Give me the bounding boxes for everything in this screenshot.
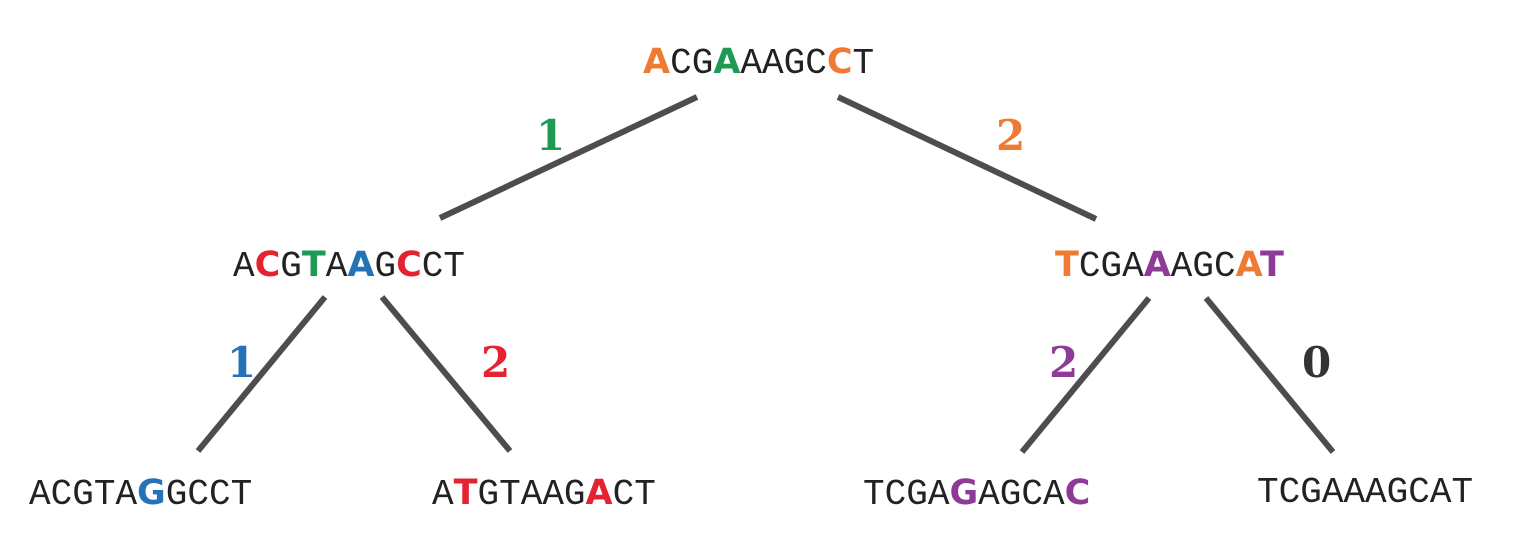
leaf2-base-9: T: [634, 474, 656, 515]
right-base-5: A: [1170, 246, 1193, 287]
left-base-6: G: [374, 246, 397, 287]
edge-right-leaf4: [1203, 296, 1336, 454]
edge-left-leaf2: [379, 295, 513, 453]
leaf2-base-4: A: [520, 474, 543, 515]
left-base-8: C: [421, 246, 444, 287]
leaf3-base-0: T: [863, 474, 885, 515]
leaf-sequence-3: TCGAGAGCAC: [863, 475, 1090, 513]
right-base-2: G: [1100, 246, 1123, 287]
right-base-0: T: [1055, 245, 1079, 285]
root-base-7: C: [805, 43, 827, 84]
leaf1-base-7: C: [187, 474, 209, 515]
edge-weight-root-left: 1: [536, 111, 566, 160]
root-base-3: A: [713, 42, 741, 82]
leaf-sequence-4: TCGAAAGCAT: [1257, 475, 1473, 511]
leaf1-base-2: G: [72, 474, 94, 515]
right-base-9: T: [1260, 245, 1284, 285]
leaf3-base-6: G: [999, 474, 1022, 515]
edge-left-leaf1: [195, 295, 328, 453]
right-base-7: C: [1214, 246, 1236, 287]
root-base-9: T: [852, 43, 875, 84]
right-base-1: C: [1078, 246, 1101, 287]
leaf2-base-2: G: [477, 474, 500, 515]
leaf3-base-9: C: [1064, 473, 1091, 513]
leaf4-base-8: A: [1429, 472, 1452, 513]
root-base-4: A: [740, 43, 763, 84]
leaf4-base-2: G: [1300, 472, 1322, 513]
leaf4-base-7: C: [1408, 472, 1430, 513]
leaf1-base-3: T: [93, 474, 116, 515]
leaf3-base-8: A: [1043, 474, 1065, 515]
edge-root-left: [438, 94, 699, 221]
root-base-2: G: [691, 43, 714, 84]
leaf1-base-6: G: [165, 474, 188, 515]
edge-weight-right-leaf3: 2: [1049, 338, 1079, 387]
left-base-0: A: [233, 246, 255, 287]
left-base-4: A: [325, 246, 348, 287]
edge-weight-left-leaf1: 1: [227, 338, 257, 387]
leaf1-base-8: C: [209, 474, 231, 515]
leaf4-base-3: A: [1321, 472, 1344, 513]
leaf4-base-9: T: [1451, 472, 1474, 513]
left-base-9: T: [443, 246, 465, 287]
leaf4-base-5: A: [1365, 472, 1387, 513]
left-internal-sequence: ACGTAAGCCT: [233, 247, 465, 285]
leaf3-base-5: A: [978, 474, 1000, 515]
right-base-3: A: [1122, 246, 1144, 287]
root-base-1: C: [670, 43, 692, 84]
leaf3-base-2: G: [906, 474, 928, 515]
leaf3-base-7: C: [1021, 474, 1043, 515]
leaf2-base-3: T: [499, 474, 521, 515]
leaf3-base-3: A: [927, 474, 950, 515]
root-base-8: C: [826, 42, 853, 82]
root-sequence: ACGAAAGCCT: [643, 44, 874, 82]
right-base-6: G: [1192, 246, 1215, 287]
right-base-8: A: [1235, 245, 1260, 285]
leaf1-base-0: A: [29, 474, 51, 515]
leaf-sequence-1: ACGTAGGCCT: [29, 475, 252, 513]
leaf2-base-1: T: [453, 473, 478, 513]
left-base-7: C: [396, 245, 422, 285]
edge-weight-right-leaf4: 0: [1302, 338, 1332, 387]
leaf1-base-5: G: [137, 473, 166, 513]
left-base-5: A: [347, 245, 375, 285]
leaf4-base-1: C: [1278, 472, 1301, 513]
right-internal-sequence: TCGAAAGCAT: [1055, 247, 1284, 285]
root-base-6: G: [783, 43, 806, 84]
left-base-1: C: [254, 245, 281, 285]
left-base-3: T: [301, 245, 326, 285]
leaf1-base-4: A: [115, 474, 138, 515]
leaf2-base-8: C: [612, 474, 635, 515]
edge-right-leaf3: [1019, 296, 1152, 454]
edge-root-right: [836, 94, 1098, 222]
root-base-5: A: [762, 43, 784, 84]
leaf4-base-6: G: [1386, 472, 1409, 513]
leaf1-base-9: T: [230, 474, 253, 515]
edge-weight-left-leaf2: 2: [481, 338, 511, 387]
leaf2-base-5: A: [542, 474, 564, 515]
left-base-2: G: [280, 246, 302, 287]
leaf2-base-7: A: [585, 473, 613, 513]
leaf4-base-4: A: [1343, 472, 1366, 513]
root-base-0: A: [643, 42, 671, 82]
right-base-4: A: [1143, 245, 1171, 285]
leaf4-base-0: T: [1257, 472, 1279, 513]
leaf2-base-0: A: [432, 474, 454, 515]
leaf3-base-1: C: [884, 474, 907, 515]
leaf3-base-4: G: [949, 473, 979, 513]
leaf2-base-6: G: [563, 474, 586, 515]
leaf-sequence-2: ATGTAAGACT: [432, 475, 656, 513]
edge-weight-root-right: 2: [996, 111, 1026, 160]
leaf1-base-1: C: [50, 474, 73, 515]
